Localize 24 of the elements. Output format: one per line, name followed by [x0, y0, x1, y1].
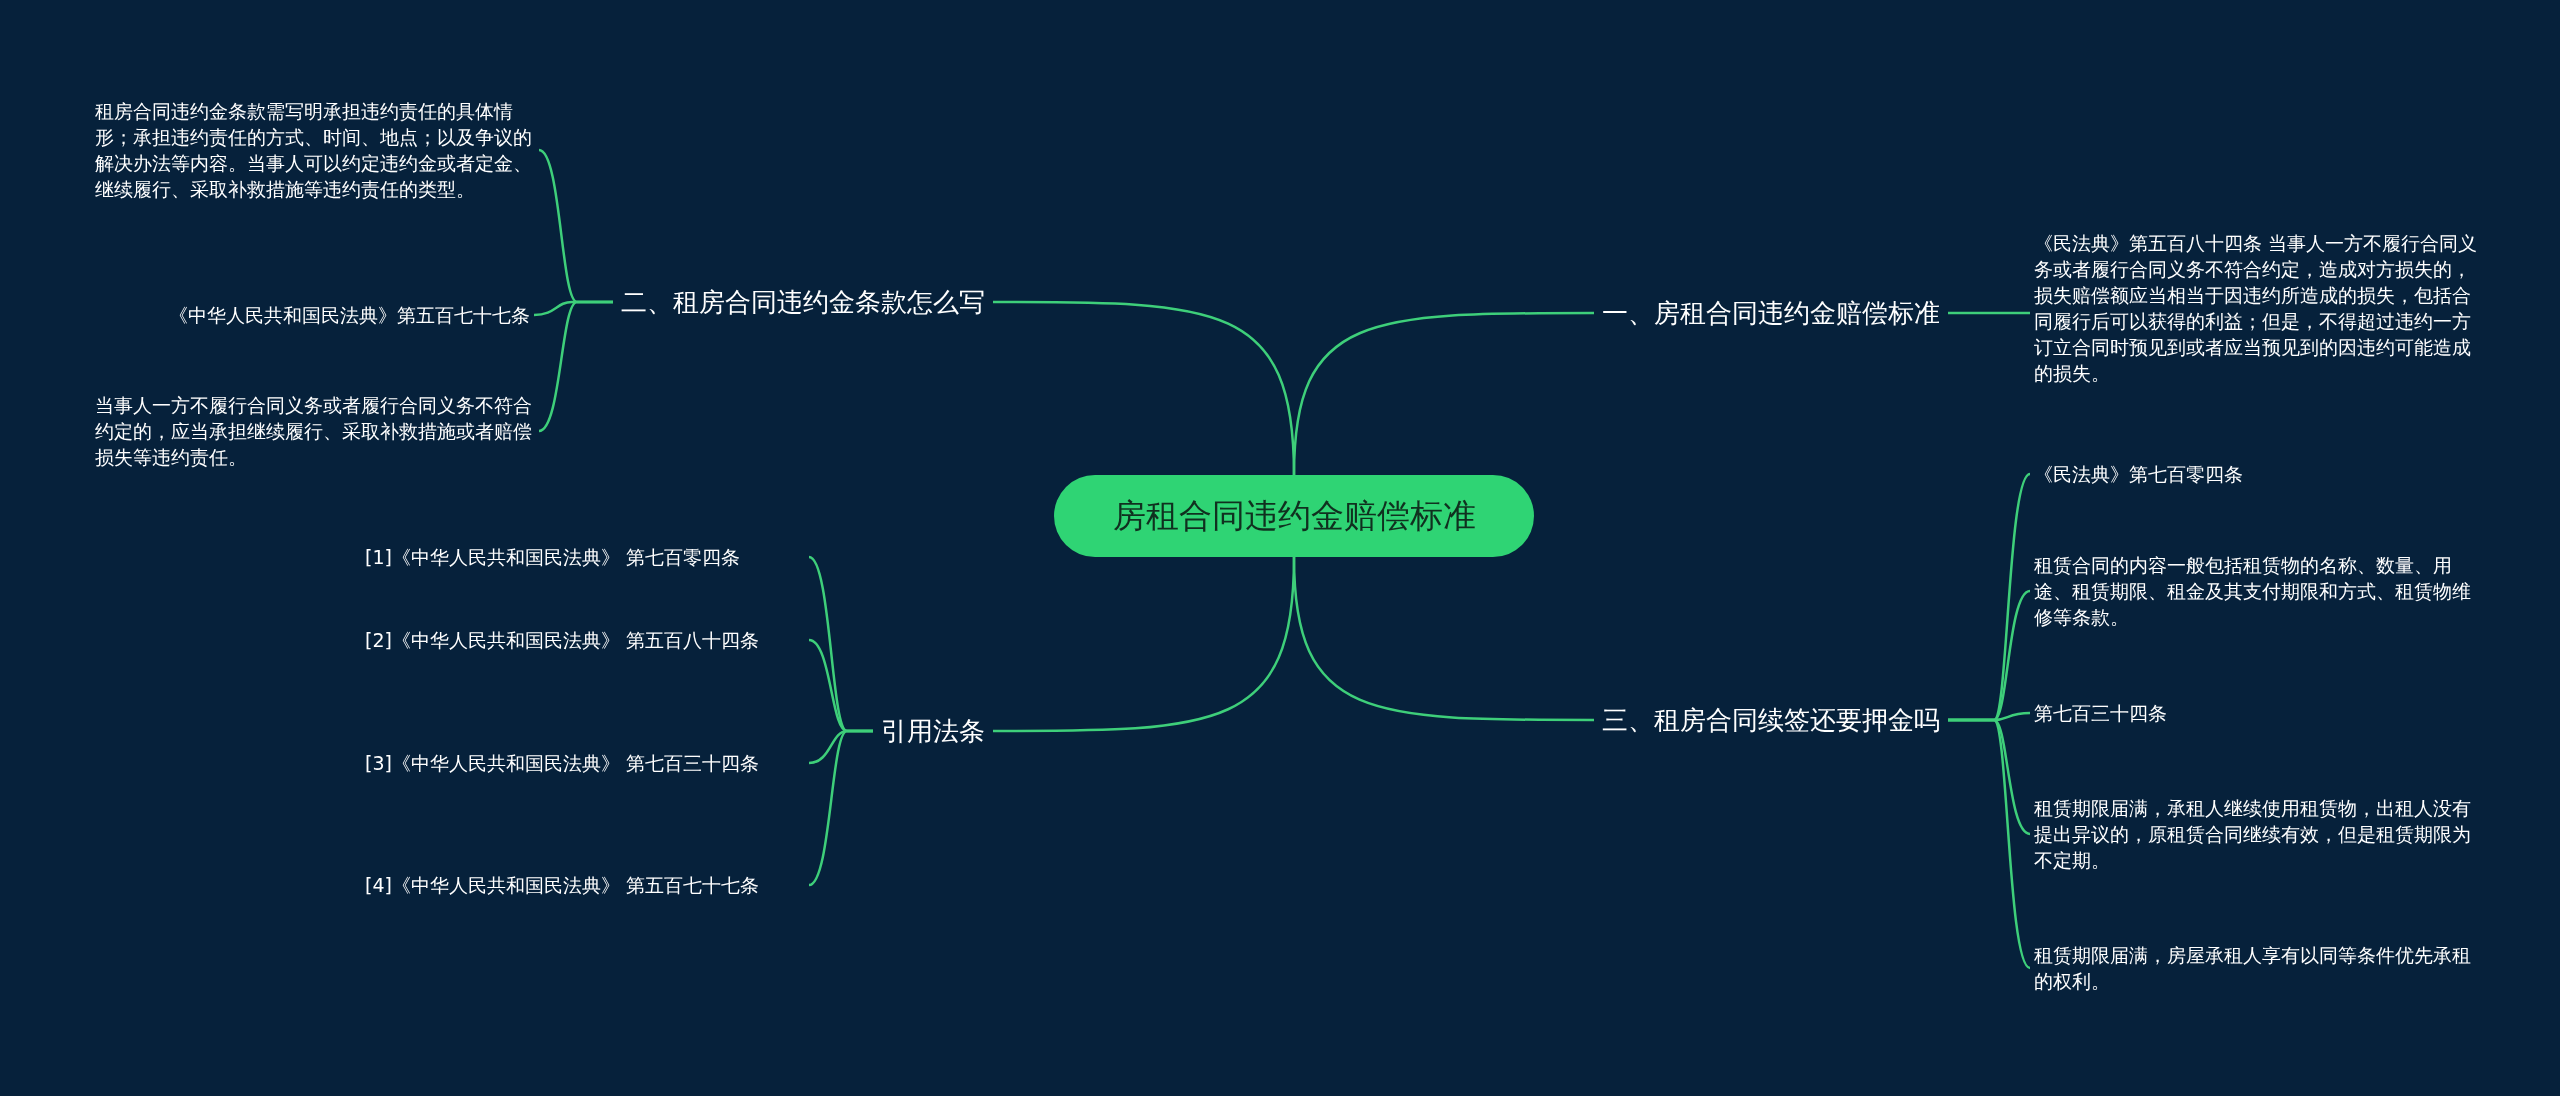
central-topic: 房租合同违约金赔偿标准	[1054, 475, 1534, 557]
topic-label: 引用法条	[881, 713, 985, 749]
connector-line	[1948, 718, 2031, 969]
note-text: 租房合同违约金条款需写明承担违约责任的具体情形；承担违约责任的方式、时间、地点；以及争议的解决办法等内容。当事人可以约定违约金或者定金、继续履行、采取补救措施等违约责任的类型。	[95, 98, 535, 202]
note-text: 第七百三十四条	[2034, 700, 2479, 726]
note-text: 《民法典》第七百零四条	[2034, 461, 2479, 487]
note-text: [4]《中华人民共和国民法典》 第五百七十七条	[365, 872, 805, 898]
connector-line	[538, 300, 613, 433]
note-text: 《民法典》第五百八十四条 当事人一方不履行合同义务或者履行合同义务不符合约定，造成对方损失的，损失赔偿额应当相当于因违约所造成的损失，包括合同履行后可以获得的利益；但是，不得超过违约一方订立合同时预见到或者应当预见到的因违约可能造成的损失。	[2034, 230, 2479, 386]
note-text: [1]《中华人民共和国民法典》 第七百零四条	[365, 544, 805, 570]
note-text: [2]《中华人民共和国民法典》 第五百八十四条	[365, 627, 805, 653]
connector-line	[993, 556, 1296, 733]
note-text: 租赁合同的内容一般包括租赁物的名称、数量、用途、租赁期限、租金及其支付期限和方式、租赁物维修等条款。	[2034, 552, 2479, 630]
connector-line	[808, 729, 873, 887]
topic-label: 二、租房合同违约金条款怎么写	[621, 284, 985, 320]
topic-label: 三、租房合同续签还要押金吗	[1602, 702, 1940, 738]
connector-line	[993, 300, 1296, 476]
note-text: 租赁期限届满，房屋承租人享有以同等条件优先承租的权利。	[2034, 942, 2479, 994]
note-text: [3]《中华人民共和国民法典》 第七百三十四条	[365, 750, 805, 776]
note-text: 租赁期限届满，承租人继续使用租赁物，出租人没有提出异议的，原租赁合同继续有效，但是租赁期限为不定期。	[2034, 795, 2479, 873]
note-text: 当事人一方不履行合同义务或者履行合同义务不符合约定的，应当承担继续履行、采取补救措施或者赔偿损失等违约责任。	[95, 392, 535, 470]
note-text: 《中华人民共和国民法典》第五百七十七条	[100, 302, 530, 328]
topic-label: 一、房租合同违约金赔偿标准	[1602, 295, 1940, 331]
connector-line	[1948, 311, 2030, 315]
